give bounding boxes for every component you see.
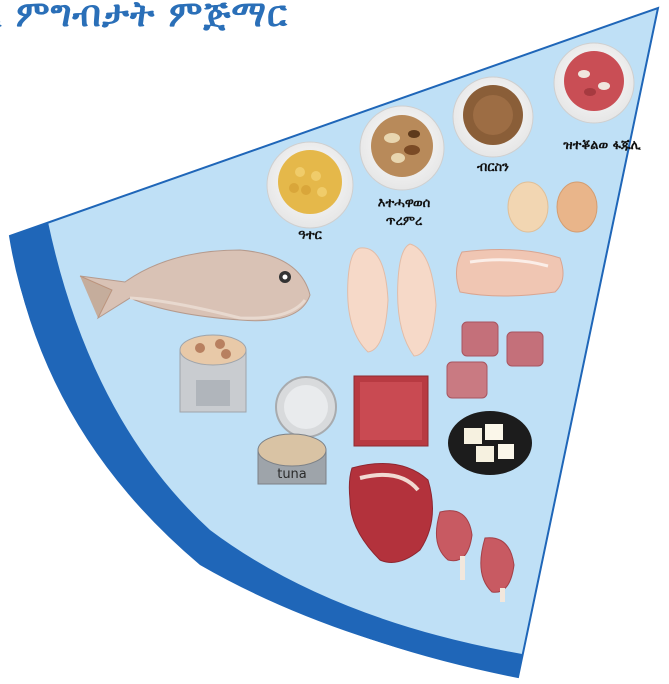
mixed-nuts-label: እተሓዋወሰ ጥረምረ: [368, 195, 440, 231]
chickpeas-bowl-icon: [267, 142, 353, 228]
lentils-bowl-icon: [453, 77, 533, 157]
beans-label: ዝተቖልወ ፋጁሊ: [556, 137, 648, 155]
minced-meat-icon: [354, 376, 428, 446]
pork-chop-icon: [456, 250, 563, 296]
lentils-label: ብርስን: [462, 159, 524, 177]
tin-can-icon: [276, 377, 336, 437]
tofu-bowl-icon: [448, 411, 532, 475]
mixed-nuts-bowl-icon: [360, 106, 444, 190]
canned-beans-icon: [180, 335, 246, 412]
mixed-nuts-label-line1: እተሓዋወሰ: [368, 195, 440, 213]
mixed-nuts-label-line2: ጥረምረ: [368, 213, 440, 231]
chickpeas-label: ዓተር: [283, 227, 337, 245]
wedge-background: [10, 8, 658, 677]
tuna-can-label: tuna: [277, 467, 307, 482]
beans-bowl-icon: [554, 43, 634, 123]
tuna-can-icon: tuna: [258, 434, 326, 484]
